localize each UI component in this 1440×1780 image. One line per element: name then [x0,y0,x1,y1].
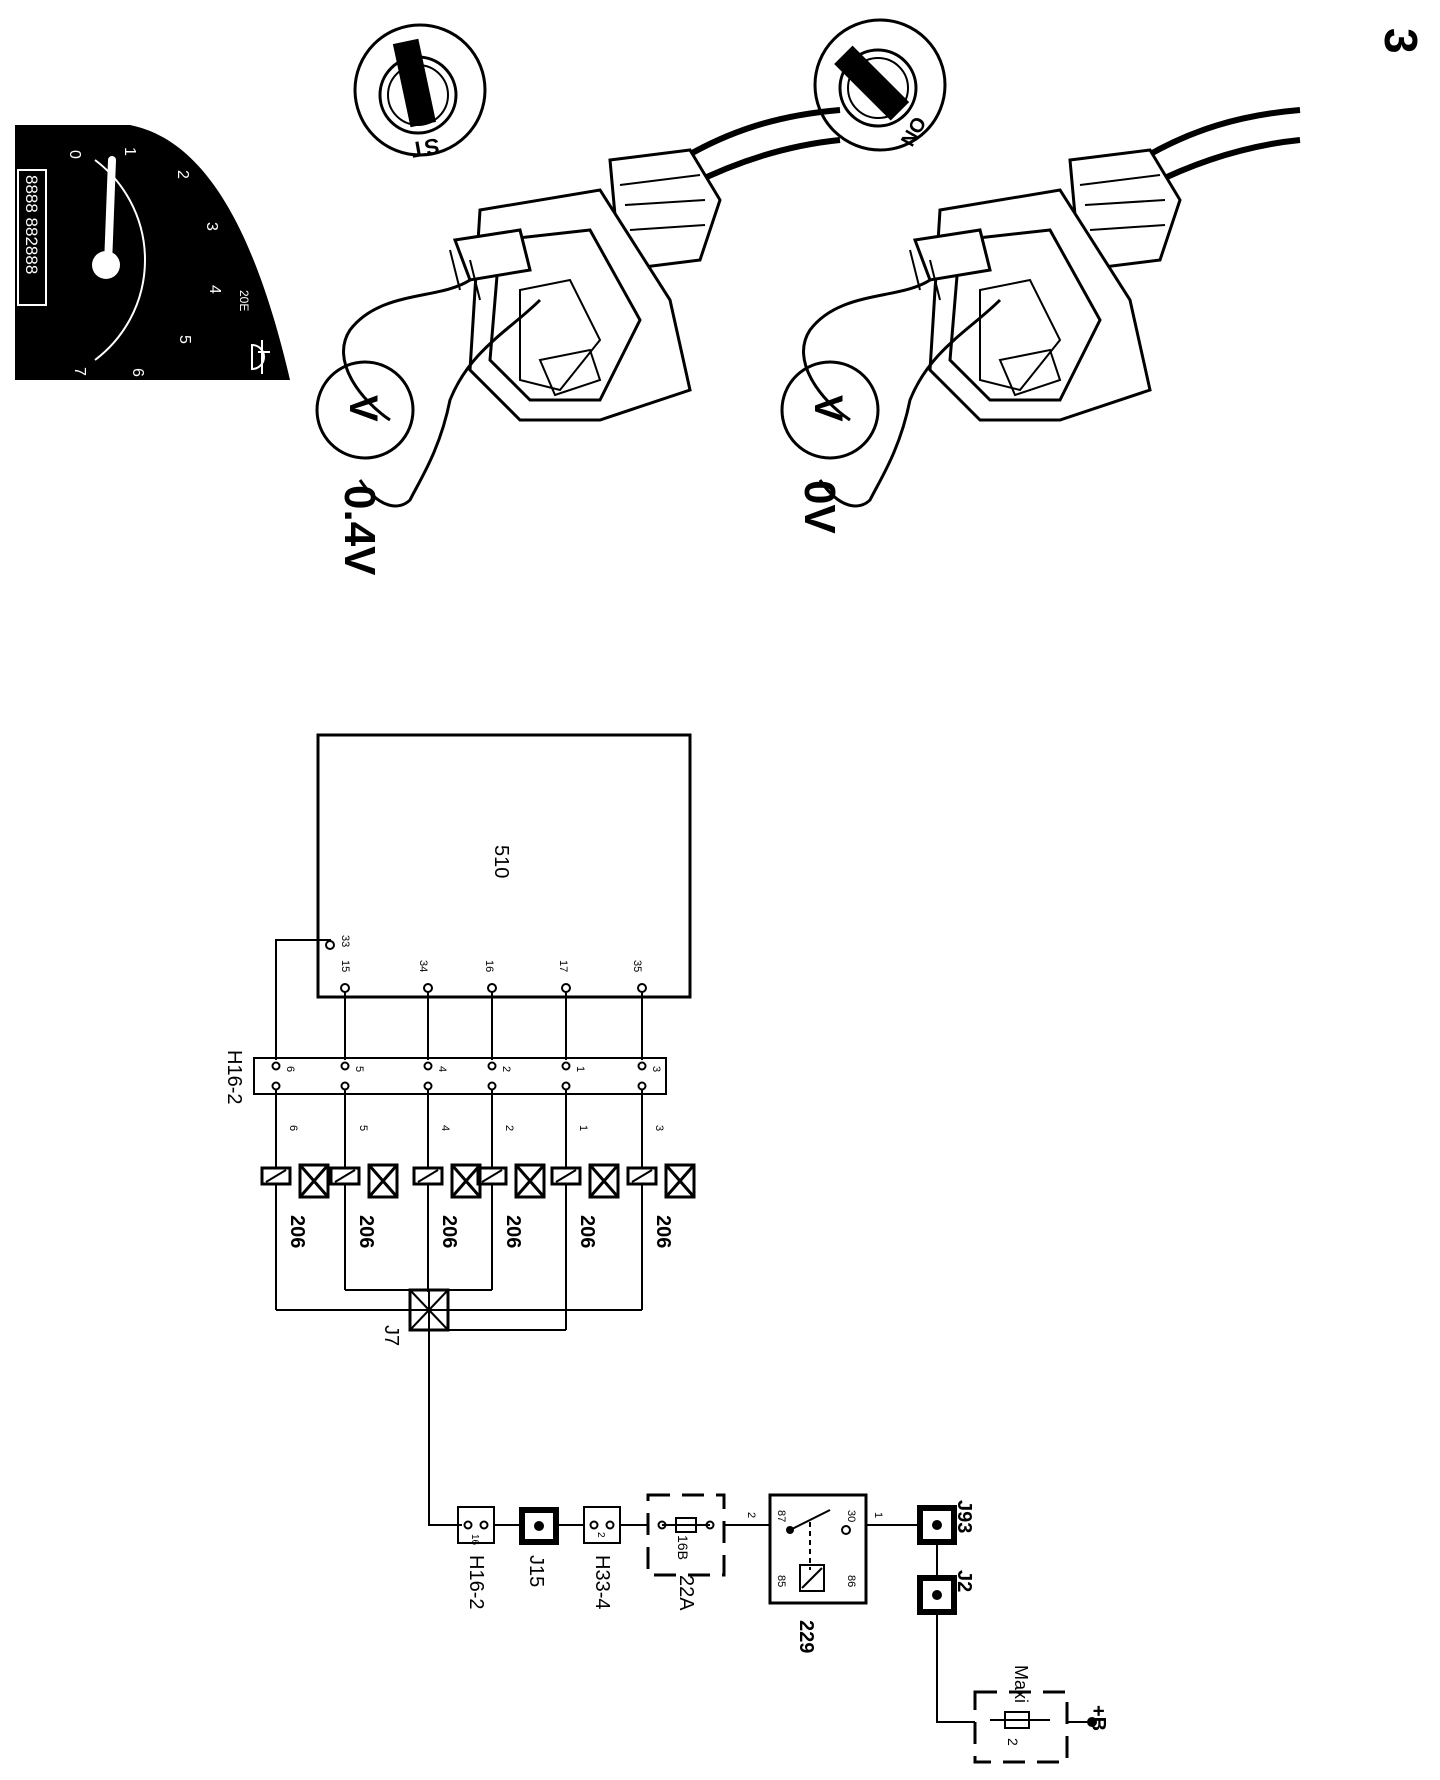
relay-wire-in-number: 2 [745,1512,757,1518]
voltage-reading-top: 0.4V [335,485,384,576]
tach-scale-5: 5 [176,335,193,344]
h16-pin-3: 3 [650,1066,662,1072]
h33-4-pin: 2 [595,1532,606,1538]
connector-h16-2-bottom: 16 H16-2 [457,1506,495,1609]
relay-229-label: 229 [795,1620,817,1653]
ecu-pin-16: 16 [483,960,495,972]
odometer-text: 8888 882888 [22,175,41,274]
maxi-fuse-label: Maxi [1011,1665,1031,1703]
battery-terminal [1087,1717,1097,1727]
tachometer-illustration: 8888 882888 0 1 2 3 4 5 6 7 20E [15,125,290,380]
ecu-pin-34: 34 [417,960,429,972]
rear-fog-light-icon [251,340,270,374]
injector-206-2: 206 [329,1163,399,1290]
relay-pin-30: 30 [845,1510,857,1522]
fuse-22a: 16B 22A [646,1493,726,1611]
battery-label: +B [1087,1705,1109,1731]
connector-h16-2-top-label: H16-2 [223,1050,245,1104]
relay-pin-87: 87 [775,1510,787,1522]
ignition-switch-st: ST [353,23,487,163]
wire-number-4: 4 [439,1125,451,1131]
wire-number-2: 2 [503,1125,515,1131]
tachometer-needle [104,156,116,269]
h16-2-bottom-label: H16-2 [465,1555,487,1609]
voltage-reading-bottom: 0V [795,480,844,534]
junction-j2-label: J2 [953,1570,975,1592]
wire-number-6: 6 [287,1125,299,1131]
tach-scale-7: 7 [71,367,88,376]
injector-206-5: 206 [550,1163,620,1330]
voltmeter-top-symbol: V [341,395,385,422]
connector-h16-2-pins: 6 5 4 2 1 3 [271,1061,662,1091]
h16-pin-1: 1 [574,1066,586,1072]
ecu-pins: 33 15 34 16 17 35 [325,935,647,993]
ecu-510-label: 510 [490,845,512,878]
junction-j7: J7 [380,1288,450,1346]
junction-j15-label: J15 [525,1555,547,1587]
tach-small-text: 20E [237,290,251,311]
injector-206-6: 206 [626,1163,696,1310]
ignition-switch-on: ON [813,18,947,152]
ecu-pin-35: 35 [631,960,643,972]
h16-pin-6: 6 [284,1066,296,1072]
wiring-schematic: 510 33 15 34 16 17 35 H16-2 6 [223,733,1109,1764]
relay-229: 87 30 85 86 229 [768,1493,868,1653]
connector-h16-2-top [253,1057,667,1095]
connector-h33-4: 2 H33-4 [583,1506,621,1609]
h16-pin-4: 4 [436,1066,448,1072]
relay-pin-86: 86 [845,1575,857,1587]
injector-206-4-label: 206 [502,1215,524,1248]
bottom-panel-connector-illustration: ON V 0V [780,18,1301,534]
tach-scale-2: 2 [174,170,191,179]
injector-206-2-label: 206 [355,1215,377,1248]
injector-206-1-label: 206 [286,1215,308,1248]
wire-number-3: 3 [653,1125,665,1131]
relay-pin-85: 85 [775,1575,787,1587]
ecu-pin-17: 17 [557,960,569,972]
fuse-22a-value: 16B [675,1535,691,1560]
h33-4-label: H33-4 [591,1555,613,1609]
h16-pin-2: 2 [500,1066,512,1072]
odometer-display [17,169,47,306]
voltmeter-top [315,360,415,460]
page-number: 3 [1375,28,1427,54]
injector-206-1: 206 [260,1163,330,1310]
injector-206-4: 206 [476,1163,546,1290]
ignition-st-label: ST [409,133,442,163]
wire-number-5: 5 [357,1125,369,1131]
junction-j15: J15 [519,1507,559,1587]
injector-206-3-label: 206 [438,1215,460,1248]
fuse-22a-label: 22A [675,1575,697,1611]
ecu-510 [316,733,692,999]
h16-pin-5: 5 [353,1066,365,1072]
tach-scale-3: 3 [203,222,220,231]
injector-206-5-label: 206 [576,1215,598,1248]
tach-scale-1: 1 [121,147,138,156]
maxi-fuse-value: 2 [1005,1738,1021,1746]
wire-number-1: 1 [577,1125,589,1131]
junction-j93-label: J93 [953,1500,975,1533]
injector-206-6-label: 206 [652,1215,674,1248]
ecu-pin-15: 15 [339,960,351,972]
junction-j7-label: J7 [380,1325,402,1346]
tach-scale-6: 6 [129,368,146,377]
tach-scale-0: 0 [66,150,83,159]
voltmeter-bottom-symbol: V [806,395,850,422]
junction-j93: J93 [917,1500,975,1545]
h16-2-bottom-pin: 16 [469,1534,480,1546]
junction-j2: J2 [917,1570,975,1615]
ecu-pin-33: 33 [339,935,351,947]
tach-scale-4: 4 [206,285,223,294]
injector-206-3: 206 [412,1163,482,1292]
maxi-fuse: 2 Maxi [973,1665,1069,1764]
relay-wire-out-number: 1 [872,1512,884,1518]
voltmeter-bottom [780,360,880,460]
top-panel-connector-illustration: ST V 0.4V [315,23,841,576]
